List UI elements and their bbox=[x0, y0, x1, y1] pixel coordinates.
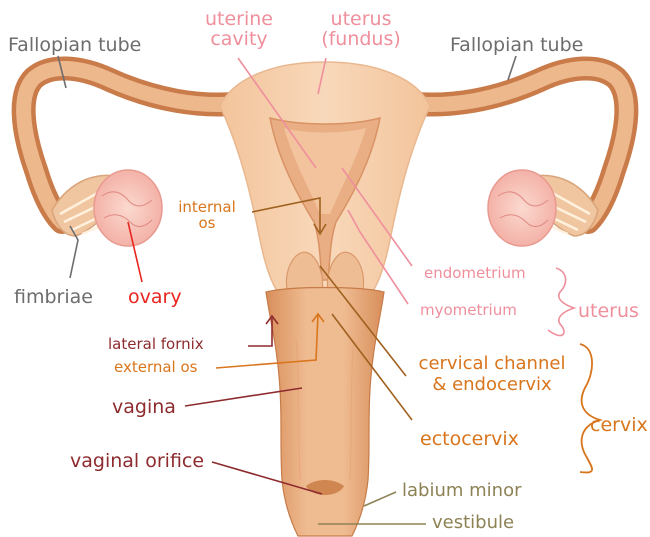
leader-labium-minor bbox=[364, 492, 396, 506]
ovary-right bbox=[488, 170, 556, 246]
ovary-left bbox=[94, 170, 162, 246]
label-uterus-fundus: uterus (fundus) bbox=[306, 10, 416, 50]
label-vestibule: vestibule bbox=[432, 514, 514, 532]
label-vagina: vagina bbox=[112, 398, 176, 417]
cervix-brace bbox=[580, 344, 600, 472]
uterus-brace bbox=[548, 268, 574, 336]
label-myometrium: myometrium bbox=[420, 303, 517, 318]
label-lateral-fornix: lateral fornix bbox=[108, 337, 204, 352]
label-fimbriae: fimbriae bbox=[14, 288, 93, 307]
label-uterus: uterus bbox=[578, 302, 639, 321]
label-fallopian-tube-left: Fallopian tube bbox=[8, 36, 141, 55]
label-vaginal-orifice: vaginal orifice bbox=[70, 452, 204, 471]
label-cervix: cervix bbox=[590, 416, 648, 435]
label-cervical-channel: cervical channel & endocervix bbox=[412, 354, 572, 395]
leader-lateral-fornix bbox=[248, 318, 272, 346]
label-external-os: external os bbox=[114, 360, 197, 375]
label-ovary: ovary bbox=[128, 288, 182, 307]
label-endometrium: endometrium bbox=[424, 266, 526, 281]
label-uterine-cavity: uterine cavity bbox=[198, 10, 280, 50]
label-labium-minor: labium minor bbox=[402, 482, 521, 500]
label-internal-os: internal os bbox=[176, 200, 238, 232]
label-ectocervix: ectocervix bbox=[420, 430, 519, 449]
label-fallopian-tube-right: Fallopian tube bbox=[450, 36, 583, 55]
leader-fallopian-right bbox=[508, 56, 516, 80]
